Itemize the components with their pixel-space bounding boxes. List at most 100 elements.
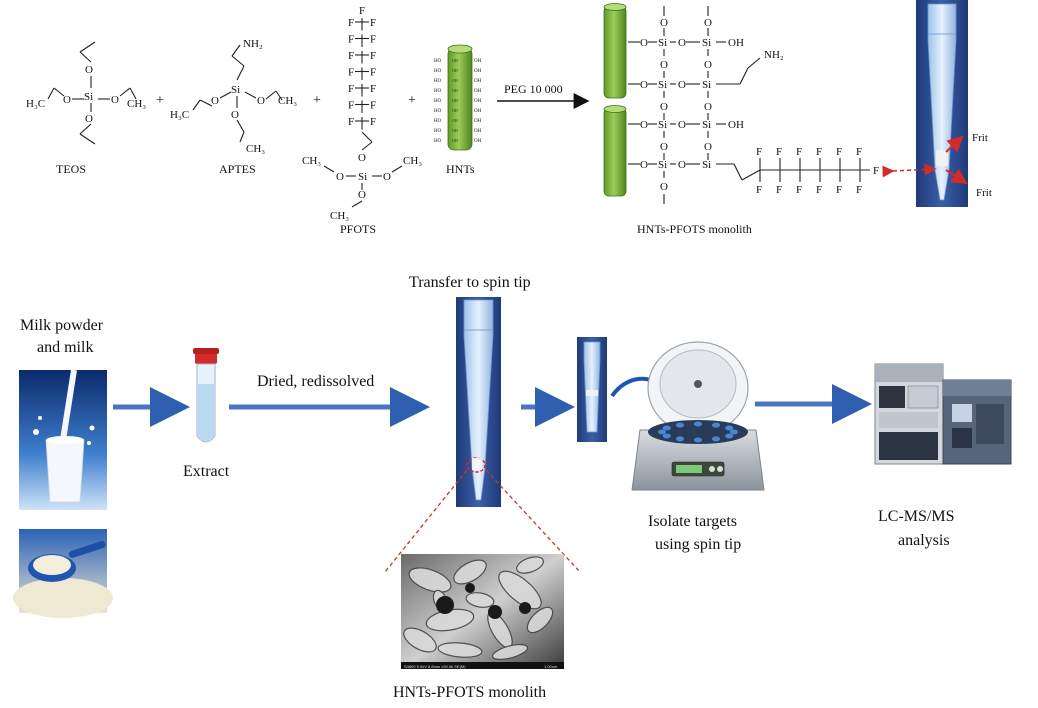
extract-tube: Extract bbox=[183, 348, 230, 480]
svg-text:Si: Si bbox=[84, 91, 93, 103]
svg-text:F: F bbox=[756, 146, 762, 158]
svg-text:O: O bbox=[85, 113, 93, 125]
pfots-label: PFOTS bbox=[340, 222, 376, 236]
svg-text:OH: OH bbox=[474, 99, 482, 104]
lcms-label-line2: analysis bbox=[898, 532, 950, 549]
spin-tip-in-vial bbox=[577, 337, 607, 442]
svg-text:F: F bbox=[796, 184, 802, 196]
svg-text:O: O bbox=[660, 59, 668, 71]
svg-text:OH: OH bbox=[452, 78, 458, 83]
frit-label-bottom: Frit bbox=[976, 187, 992, 199]
plus-sign: + bbox=[313, 93, 321, 108]
svg-text:O: O bbox=[111, 94, 119, 106]
svg-text:O: O bbox=[640, 37, 648, 49]
teos-structure: Si O O H₃C O CH₃ O TEOS bbox=[26, 41, 146, 176]
svg-text:HO: HO bbox=[434, 89, 442, 94]
lcms-instrument: LC-MS/MS analysis bbox=[874, 363, 1012, 549]
svg-text:O: O bbox=[678, 37, 686, 49]
milk-powder-photo bbox=[13, 529, 113, 618]
svg-text:Si: Si bbox=[231, 84, 240, 96]
dried-label: Dried, redissolved bbox=[257, 373, 374, 390]
svg-text:NH₂: NH₂ bbox=[243, 38, 263, 50]
svg-text:Si: Si bbox=[658, 79, 667, 91]
svg-text:Si: Si bbox=[702, 79, 711, 91]
sem-image: S4800 5.0kV 8.8mm x30.0k SE(M) 1.00um bbox=[401, 554, 564, 669]
svg-text:CH₃: CH₃ bbox=[330, 210, 349, 222]
svg-text:O: O bbox=[257, 95, 265, 107]
centrifuge: Isolate targets using spin tip bbox=[631, 341, 765, 553]
svg-text:O: O bbox=[336, 171, 344, 183]
svg-text:O: O bbox=[678, 79, 686, 91]
hnts-label: HNTs bbox=[446, 162, 475, 176]
svg-text:F: F bbox=[348, 100, 354, 112]
reaction-condition: PEG 10 000 bbox=[504, 82, 563, 96]
svg-text:HO: HO bbox=[434, 99, 442, 104]
svg-text:OH: OH bbox=[474, 89, 482, 94]
svg-text:CH₃: CH₃ bbox=[246, 143, 265, 155]
svg-text:O: O bbox=[85, 64, 93, 76]
isolate-label-line1: Isolate targets bbox=[648, 513, 737, 530]
hnts-nanotube: HO OH OH HO OH OH HO OH OH HO OH OH HO OH OH HO OH OH HO OH… bbox=[434, 44, 482, 176]
svg-text:OH: OH bbox=[474, 69, 482, 74]
svg-text:OH: OH bbox=[474, 109, 482, 114]
product-label: HNTs-PFOTS monolith bbox=[637, 222, 752, 236]
svg-text:OH: OH bbox=[452, 118, 458, 123]
svg-text:O: O bbox=[678, 159, 686, 171]
lcms-label-line1: LC-MS/MS bbox=[878, 508, 954, 525]
svg-text:F: F bbox=[348, 50, 354, 62]
svg-text:O: O bbox=[704, 17, 712, 29]
svg-text:HO: HO bbox=[434, 119, 442, 124]
teos-label: TEOS bbox=[56, 162, 86, 176]
svg-text:F: F bbox=[370, 50, 376, 62]
svg-text:O: O bbox=[63, 94, 71, 106]
svg-text:F: F bbox=[370, 34, 376, 46]
frit-label-top: Frit bbox=[972, 132, 988, 144]
sample-label-line2: and milk bbox=[37, 339, 93, 356]
svg-text:OH: OH bbox=[452, 108, 458, 113]
svg-text:OH: OH bbox=[474, 59, 482, 64]
transfer-label: Transfer to spin tip bbox=[409, 274, 531, 291]
svg-text:O: O bbox=[358, 152, 366, 164]
svg-text:Si: Si bbox=[358, 171, 367, 183]
svg-text:NH₂: NH₂ bbox=[764, 49, 784, 61]
svg-text:OH: OH bbox=[452, 138, 458, 143]
svg-text:O: O bbox=[660, 141, 668, 153]
svg-text:HO: HO bbox=[434, 79, 442, 84]
zoom-line-left bbox=[384, 469, 468, 573]
zoom-line-right bbox=[485, 469, 581, 573]
svg-text:CH₃: CH₃ bbox=[278, 95, 297, 107]
milk-photo bbox=[19, 369, 107, 510]
svg-text:O: O bbox=[211, 95, 219, 107]
svg-text:HO: HO bbox=[434, 69, 442, 74]
svg-text:F: F bbox=[348, 83, 354, 95]
svg-text:F: F bbox=[370, 67, 376, 79]
svg-text:HO: HO bbox=[434, 109, 442, 114]
svg-text:OH: OH bbox=[728, 37, 744, 49]
svg-text:F: F bbox=[348, 17, 354, 29]
sem-scale: 1.00um bbox=[544, 664, 558, 669]
svg-text:F: F bbox=[756, 184, 762, 196]
sem-caption: S4800 5.0kV 8.8mm x30.0k SE(M) bbox=[404, 664, 466, 669]
svg-text:HO: HO bbox=[434, 129, 442, 134]
svg-text:HO: HO bbox=[434, 59, 442, 64]
svg-text:F: F bbox=[776, 146, 782, 158]
svg-text:CH₃: CH₃ bbox=[302, 155, 321, 167]
svg-text:O: O bbox=[704, 59, 712, 71]
svg-text:F: F bbox=[856, 184, 862, 196]
svg-text:F: F bbox=[873, 165, 879, 177]
svg-text:HO: HO bbox=[434, 139, 442, 144]
svg-text:OH: OH bbox=[452, 68, 458, 73]
svg-text:O: O bbox=[660, 17, 668, 29]
svg-text:OH: OH bbox=[728, 119, 744, 131]
reaction-arrow: PEG 10 000 bbox=[497, 82, 590, 109]
svg-text:Si: Si bbox=[658, 119, 667, 131]
svg-text:F: F bbox=[370, 17, 376, 29]
svg-text:OH: OH bbox=[474, 139, 482, 144]
svg-text:OH: OH bbox=[452, 88, 458, 93]
sem-label: HNTs-PFOTS monolith bbox=[393, 684, 546, 701]
svg-text:Si: Si bbox=[702, 119, 711, 131]
svg-text:OH: OH bbox=[474, 79, 482, 84]
svg-text:OH: OH bbox=[474, 129, 482, 134]
